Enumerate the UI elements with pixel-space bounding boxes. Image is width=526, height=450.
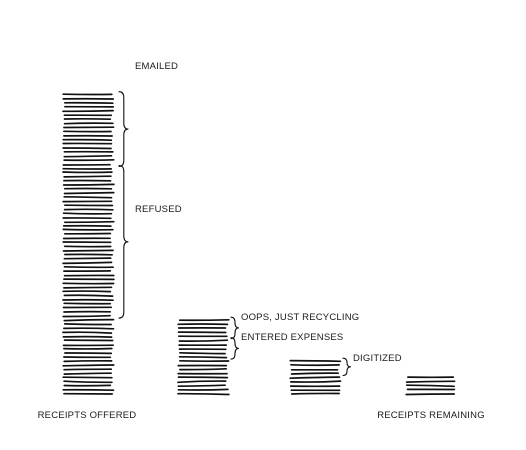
receipt-line: [63, 294, 114, 297]
receipt-line: [62, 261, 113, 265]
brace-digitized: [342, 357, 352, 377]
receipt-line: [290, 392, 340, 395]
receipt-line: [63, 286, 113, 289]
receipt-line: [177, 388, 229, 391]
receipt-line: [62, 249, 114, 252]
annotation-label-entered-expenses: ENTERED EXPENSES: [241, 332, 343, 343]
receipt-line: [63, 318, 115, 322]
receipt-line: [62, 376, 113, 379]
brace-emailed: [118, 91, 129, 167]
receipt-line: [177, 380, 227, 384]
stack-column-2: [289, 359, 342, 395]
annotation-braces: [118, 91, 352, 377]
labels: RECEIPTS OFFERED RECEIPTS REMAINING EMAI…: [38, 61, 485, 421]
receipt-line: [289, 359, 342, 363]
receipt-line: [62, 290, 112, 293]
receipt-line: [63, 327, 115, 330]
stack-column-1: [177, 318, 230, 396]
brace-oops-just-recycling: [230, 316, 240, 340]
receipt-line: [178, 339, 229, 342]
brace-entered-expenses: [230, 337, 240, 360]
receipt-line: [405, 380, 456, 383]
receipt-line: [62, 335, 113, 338]
receipt-line: [63, 208, 114, 211]
receipt-line: [62, 331, 113, 334]
receipt-line: [63, 191, 115, 195]
receipt-line: [62, 109, 114, 113]
annotation-label-oops-just-recycling: OOPS, JUST RECYCLING: [241, 312, 359, 323]
receipt-line: [63, 368, 113, 371]
receipt-line: [63, 195, 113, 199]
column-label-receipts-remaining: RECEIPTS REMAINING: [377, 410, 485, 421]
receipt-line: [63, 380, 113, 384]
column-label-receipts-offered: RECEIPTS OFFERED: [38, 410, 137, 421]
receipt-line: [63, 220, 115, 224]
receipt-line: [63, 122, 114, 125]
receipt-line: [177, 384, 226, 388]
receipt-line: [179, 351, 226, 355]
receipt-line: [177, 392, 230, 396]
annotation-label-emailed: EMAILED: [135, 61, 178, 72]
annotation-label-refused: REFUSED: [135, 204, 182, 215]
receipt-line: [62, 138, 113, 142]
receipt-line: [177, 376, 229, 379]
brace-refused: [118, 164, 129, 319]
receipt-line: [405, 384, 455, 388]
receipt-line: [62, 212, 113, 215]
receipt-line: [289, 376, 341, 380]
receipt-line: [289, 380, 342, 383]
receipt-line: [62, 314, 111, 318]
receipt-line: [62, 183, 115, 186]
receipt-line: [63, 372, 112, 375]
stack-column-0: [62, 93, 115, 395]
receipt-line: [62, 147, 112, 150]
receipt-line: [63, 359, 113, 363]
receipt-line: [63, 175, 112, 178]
receipt-line: [63, 154, 113, 158]
receipt-line: [63, 257, 112, 260]
receipt-line: [63, 323, 112, 326]
receipt-line: [179, 367, 228, 371]
receipt-line: [178, 355, 228, 359]
receipt-line: [405, 393, 456, 396]
annotation-label-digitized: DIGITIZED: [353, 353, 402, 364]
receipt-line: [290, 372, 339, 375]
stack-column-3: [405, 376, 456, 396]
receipt-line: [62, 364, 115, 367]
stacks: [62, 93, 456, 396]
